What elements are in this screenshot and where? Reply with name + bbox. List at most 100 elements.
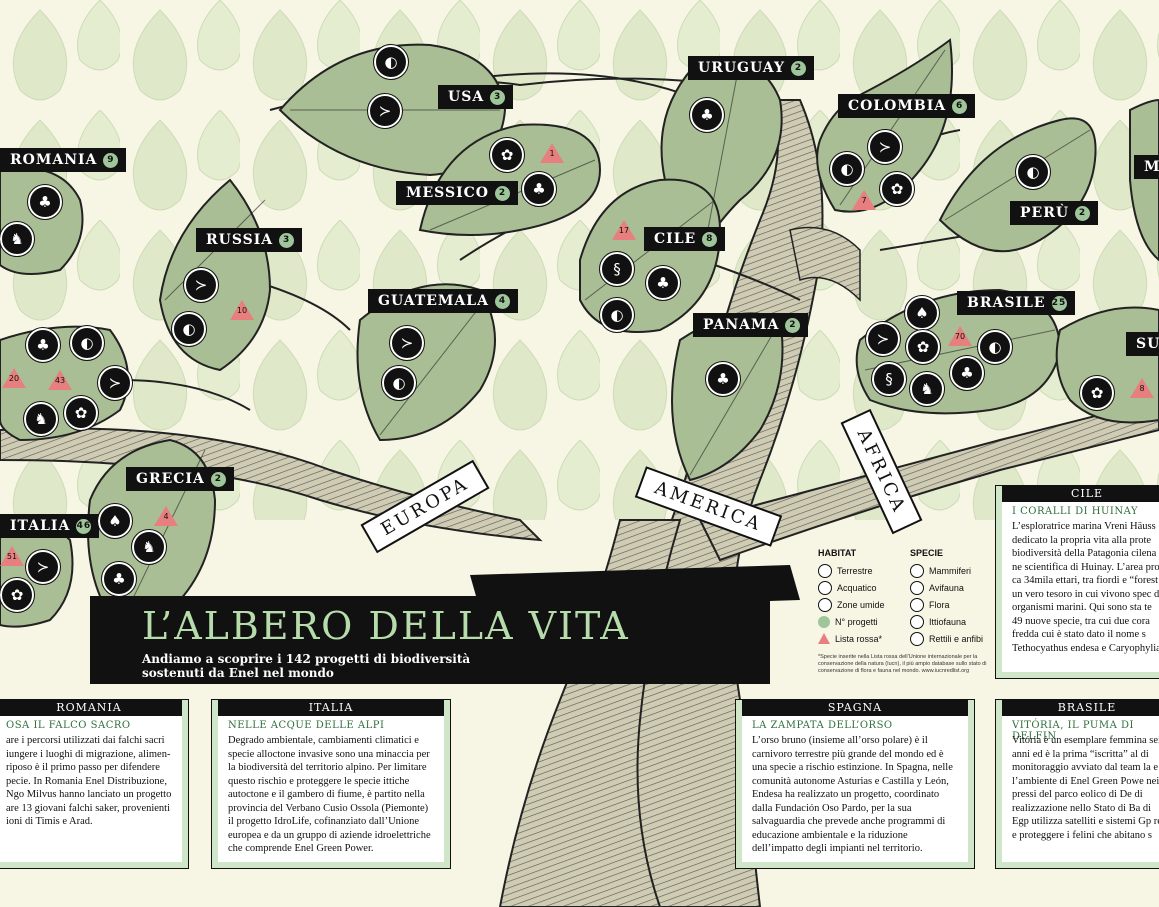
country-name: MESSICO xyxy=(406,185,489,201)
fish-icon: ≻ xyxy=(367,93,403,129)
legend-row: Rettili e anfibi xyxy=(910,630,988,647)
mammal-icon: ♞ xyxy=(0,221,35,257)
bird-icon: ♠ xyxy=(97,503,133,539)
flower-icon: ✿ xyxy=(879,171,915,207)
red-list-marker: 51 xyxy=(0,546,24,566)
tree-icon: ♣ xyxy=(25,327,61,363)
project-count: 25 xyxy=(1051,295,1067,311)
red-list-marker: 43 xyxy=(48,370,72,390)
legend-footnote: *Specie inserite nella Lista rossa dell’… xyxy=(818,654,987,674)
country-name: PANAMA xyxy=(703,317,780,333)
wetland-icon xyxy=(818,597,832,612)
country-tag-sud: SU xyxy=(1126,332,1159,356)
shell-icon: ◐ xyxy=(381,365,417,401)
mammal-icon: ♞ xyxy=(131,529,167,565)
fish-icon: ≻ xyxy=(25,549,61,585)
project-count: 4 xyxy=(495,293,510,309)
country-name: GRECIA xyxy=(136,471,205,487)
card-header: BRASILE xyxy=(1002,700,1159,716)
title-band: L’ALBERO DELLA VITA Andiamo a scoprire i… xyxy=(90,596,770,684)
project-count: 3 xyxy=(279,232,295,248)
country-tag-cile: CILE 8 xyxy=(644,227,726,251)
bird-icon: ♠ xyxy=(904,295,940,331)
country-name: SU xyxy=(1136,336,1159,352)
card-romania: ROMANIA OSA IL FALCO SACRO are i percors… xyxy=(0,699,189,869)
flower-icon: ✿ xyxy=(0,577,35,613)
project-count: 2 xyxy=(494,185,510,201)
card-title: OSA IL FALCO SACRO xyxy=(6,720,131,731)
card-body: L’esploratrice marina Vreni Häuss dedica… xyxy=(1012,521,1159,654)
legend-row: Mammiferi xyxy=(910,562,988,579)
shell-icon: ◐ xyxy=(171,311,207,347)
card-italia: ITALIA NELLE ACQUE DELLE ALPI Degrado am… xyxy=(211,699,451,869)
country-name: GUATEMALA xyxy=(378,293,489,309)
country-tag-russia: RUSSIA 3 xyxy=(196,228,303,252)
card-cile: CILE I CORALLI DI HUINAY L’esploratrice … xyxy=(995,485,1159,679)
shell-icon: ◐ xyxy=(977,329,1013,365)
legend-row: N° progetti xyxy=(818,613,896,630)
legend-row: Zone umide xyxy=(818,596,896,613)
project-count: 46 xyxy=(76,518,92,534)
project-count: 2 xyxy=(785,317,801,333)
shell-icon: ◐ xyxy=(599,297,635,333)
card-header: SPAGNA xyxy=(742,700,968,716)
tree-icon: ♣ xyxy=(949,355,985,391)
page-subtitle: Andiamo a scoprire i 142 progetti di bio… xyxy=(142,652,471,680)
card-title: I CORALLI DI HUINAY xyxy=(1012,506,1139,517)
country-tag-grecia: GRECIA 2 xyxy=(126,467,234,491)
mammal-icon: ♞ xyxy=(909,371,945,407)
shell-icon: ◐ xyxy=(1015,154,1051,190)
card-header: ROMANIA xyxy=(0,700,182,716)
legend-habitat-header: HABITAT xyxy=(818,548,857,558)
project-count: 8 xyxy=(702,231,718,247)
flower-icon: ✿ xyxy=(905,329,941,365)
legend-row: Flora xyxy=(910,596,988,613)
tree-icon: ♣ xyxy=(705,361,741,397)
red-list-marker: 70 xyxy=(948,326,972,346)
country-name: URUGUAY xyxy=(698,60,785,76)
fish-icon: ≻ xyxy=(183,267,219,303)
red-list-marker: 17 xyxy=(612,220,636,240)
legend: HABITAT Terrestre Acquatico Zone umide N… xyxy=(818,548,988,674)
project-count: 9 xyxy=(103,152,119,168)
legend-row: Acquatico xyxy=(818,579,896,596)
fish-icon: ≻ xyxy=(865,321,901,357)
reptile-icon: § xyxy=(599,251,635,287)
country-name: CILE xyxy=(654,231,697,247)
legend-row: Avifauna xyxy=(910,579,988,596)
country-tag-m: M xyxy=(1134,155,1159,179)
country-name: RUSSIA xyxy=(206,232,274,248)
mammal-icon: ♞ xyxy=(23,401,59,437)
fish-icon: ≻ xyxy=(867,129,903,165)
card-title: NELLE ACQUE DELLE ALPI xyxy=(228,720,385,731)
project-count: 6 xyxy=(952,98,968,114)
card-brasile: BRASILE VITÓRIA, IL PUMA DI DELFIN Vitór… xyxy=(995,699,1159,869)
card-header: CILE xyxy=(1002,486,1159,502)
project-count: 2 xyxy=(210,471,226,487)
legend-row: Terrestre xyxy=(818,562,896,579)
shell-icon: ◐ xyxy=(829,151,865,187)
reptile-icon xyxy=(910,631,924,646)
page-title: L’ALBERO DELLA VITA xyxy=(142,604,630,648)
flower-icon xyxy=(910,597,924,612)
shell-icon: ◐ xyxy=(373,44,409,80)
country-name: M xyxy=(1144,159,1159,175)
project-count: 3 xyxy=(490,89,506,105)
tree-icon: ♣ xyxy=(521,171,557,207)
card-header: ITALIA xyxy=(218,700,444,716)
card-spagna: SPAGNA LA ZAMPATA DELL’ORSO L’orso bruno… xyxy=(735,699,975,869)
tree-icon: ♣ xyxy=(27,184,63,220)
card-body: are i percorsi utilizzati dai falchi sac… xyxy=(6,735,172,827)
country-tag-panama: PANAMA 2 xyxy=(693,313,809,337)
shell-icon: ◐ xyxy=(69,325,105,361)
flower-icon: ✿ xyxy=(1079,375,1115,411)
card-body: L’orso bruno (insieme all’orso polare) è… xyxy=(752,735,953,854)
tree-icon: ♣ xyxy=(101,561,137,597)
red-list-marker: 1 xyxy=(540,143,564,163)
bird-icon xyxy=(910,580,924,595)
red-list-marker: 7 xyxy=(852,190,876,210)
